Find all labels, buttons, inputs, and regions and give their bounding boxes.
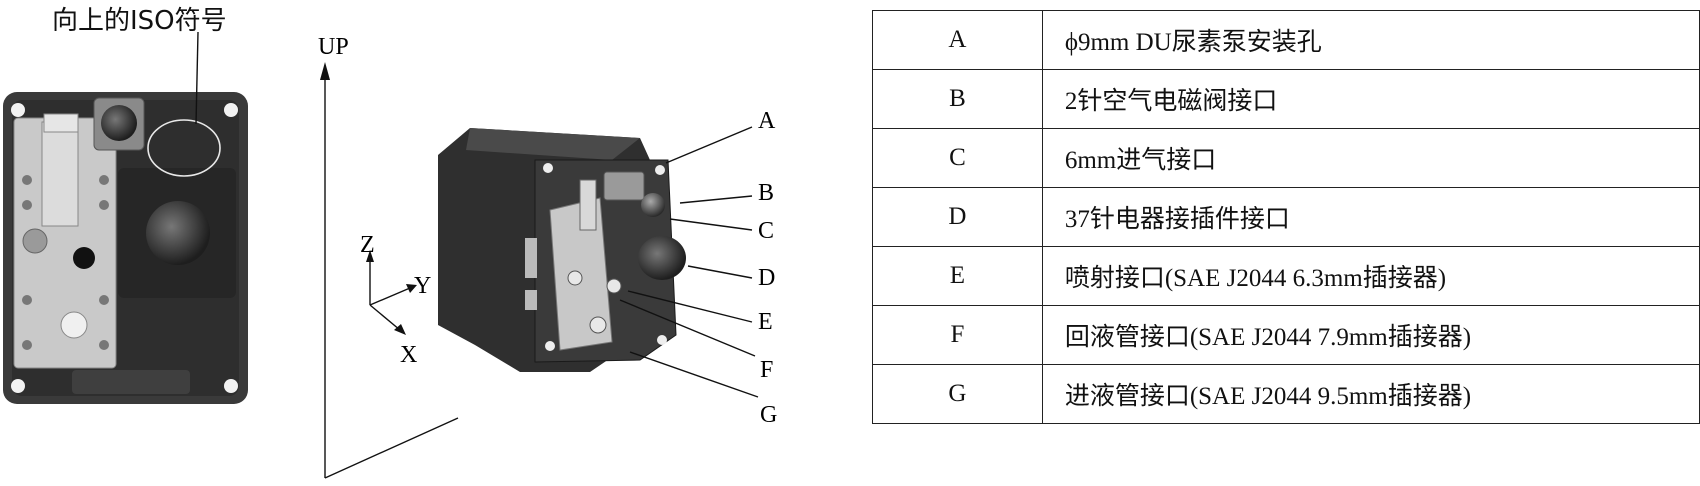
legend-row: C 6mm进气接口 — [872, 128, 1700, 188]
legend-row: A ϕ9mm DU尿素泵安装孔 — [872, 10, 1700, 70]
callout-label: A — [758, 108, 776, 134]
axis-x-label: X — [400, 342, 417, 368]
legend-row: D 37针电器接插件接口 — [872, 187, 1700, 247]
legend-code: C — [872, 128, 1043, 188]
mount-hole — [224, 379, 238, 393]
plate-port — [60, 311, 88, 339]
legend-code: F — [872, 305, 1043, 365]
callout-labels: A B C D E F G — [758, 108, 777, 428]
iso-leader-line — [195, 31, 199, 125]
up-axis: UP — [318, 34, 459, 479]
legend-code: E — [872, 246, 1043, 306]
callout-leaders — [619, 126, 759, 398]
callout-label: G — [760, 402, 777, 428]
axis-y-label: Y — [414, 273, 431, 299]
callout-label: C — [758, 218, 774, 244]
legend-desc: 喷射接口(SAE J2044 6.3mm插接器) — [1041, 246, 1700, 306]
plate-port — [22, 228, 48, 254]
legend-desc: 37针电器接插件接口 — [1041, 187, 1700, 247]
legend-code: B — [872, 69, 1043, 129]
callout-label: B — [758, 180, 774, 206]
pump-top-view — [3, 31, 248, 404]
legend-code: D — [872, 187, 1043, 247]
legend-desc: 进液管接口(SAE J2044 9.5mm插接器) — [1041, 364, 1700, 424]
legend-desc: 回液管接口(SAE J2044 7.9mm插接器) — [1041, 305, 1700, 365]
legend-desc: 6mm进气接口 — [1041, 128, 1700, 188]
plate-port — [73, 247, 95, 269]
legend-row: B 2针空气电磁阀接口 — [872, 69, 1700, 129]
legend-row: E 喷射接口(SAE J2044 6.3mm插接器) — [872, 246, 1700, 306]
legend-code: A — [872, 10, 1043, 70]
legend-desc: ϕ9mm DU尿素泵安装孔 — [1041, 10, 1700, 70]
legend-row: G 进液管接口(SAE J2044 9.5mm插接器) — [872, 364, 1700, 424]
pump-3d-view — [438, 128, 686, 372]
axis-z-label: Z — [360, 232, 375, 258]
legend-code: G — [872, 364, 1043, 424]
up-label: UP — [318, 34, 349, 60]
legend-row: F 回液管接口(SAE J2044 7.9mm插接器) — [872, 305, 1700, 365]
air-inlet — [641, 193, 665, 217]
electrical-connector — [638, 236, 686, 280]
legend-desc: 2针空气电磁阀接口 — [1041, 69, 1700, 129]
mount-hole — [11, 103, 25, 117]
mount-hole — [224, 103, 238, 117]
legend-table: A ϕ9mm DU尿素泵安装孔 B 2针空气电磁阀接口 C 6mm进气接口 D … — [872, 10, 1700, 424]
iso-symbol-highlight — [147, 119, 221, 177]
coordinate-triad: Z Y X — [360, 232, 431, 368]
callout-label: E — [758, 309, 773, 335]
main-port — [146, 201, 210, 265]
callout-label: D — [758, 265, 775, 291]
callout-label: F — [760, 357, 773, 383]
iso-symbol-label: 向上的ISO符号 — [52, 6, 227, 36]
mount-hole — [11, 379, 25, 393]
